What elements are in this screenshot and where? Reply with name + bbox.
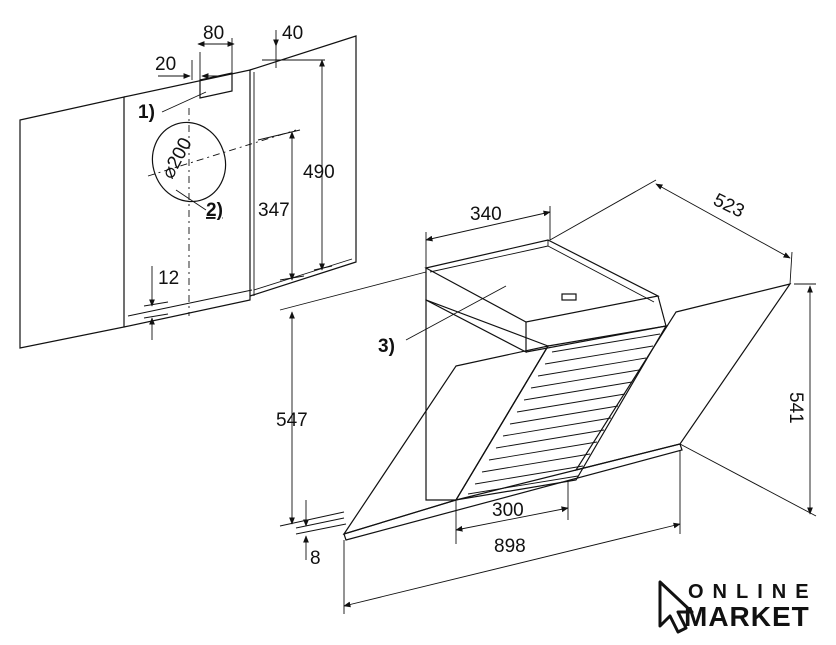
- wall-panel-left: [19, 96, 125, 349]
- dim-grille-width: 300: [492, 500, 524, 521]
- grille-slats: [467, 333, 661, 495]
- dim-lip: 8: [310, 548, 321, 569]
- dim-bracket-height: 490: [303, 162, 335, 183]
- callout-duct: 2): [206, 200, 223, 221]
- dim-duct-height: 347: [258, 200, 290, 221]
- logo-line1: ONLINE: [688, 581, 818, 603]
- top-unit-front: [425, 268, 527, 353]
- dim-bottom-gap: 12: [158, 268, 179, 289]
- dim-edge-gap: 40: [282, 23, 303, 44]
- hood-glass-right: [574, 283, 792, 471]
- dim-duct-diameter: ⌀200: [158, 134, 197, 182]
- control-panel-icon: [561, 293, 577, 301]
- dim-top-width: 340: [470, 204, 502, 225]
- dim-offset: 20: [155, 54, 176, 75]
- dim-height-front: 547: [276, 410, 308, 431]
- top-unit-top: [424, 239, 660, 323]
- dim-height-side: 541: [785, 392, 806, 424]
- wall-panel-center: [123, 69, 251, 328]
- grille-frame: [454, 325, 668, 501]
- callout-bracket: 1): [138, 102, 155, 123]
- wall-panel-right: [249, 35, 357, 297]
- hood-view: 3) 340 523 547 541 300 898: [276, 179, 817, 614]
- callout-top-unit: 3): [378, 336, 395, 357]
- wall-plan: 80 20 40 1) ⌀200 2) 490 347 12: [19, 23, 357, 349]
- logo-line2: MARKET: [684, 601, 810, 632]
- hood-body-left-panel: [425, 299, 549, 501]
- dim-total-width: 898: [494, 536, 526, 557]
- online-market-logo: ONLINE MARKET: [658, 580, 818, 634]
- dim-bracket-width: 80: [203, 23, 224, 44]
- cursor-arrow-icon: [658, 580, 694, 634]
- duct-opening: [151, 121, 227, 203]
- dim-depth: 523: [710, 190, 748, 223]
- bracket-outline: [199, 72, 233, 99]
